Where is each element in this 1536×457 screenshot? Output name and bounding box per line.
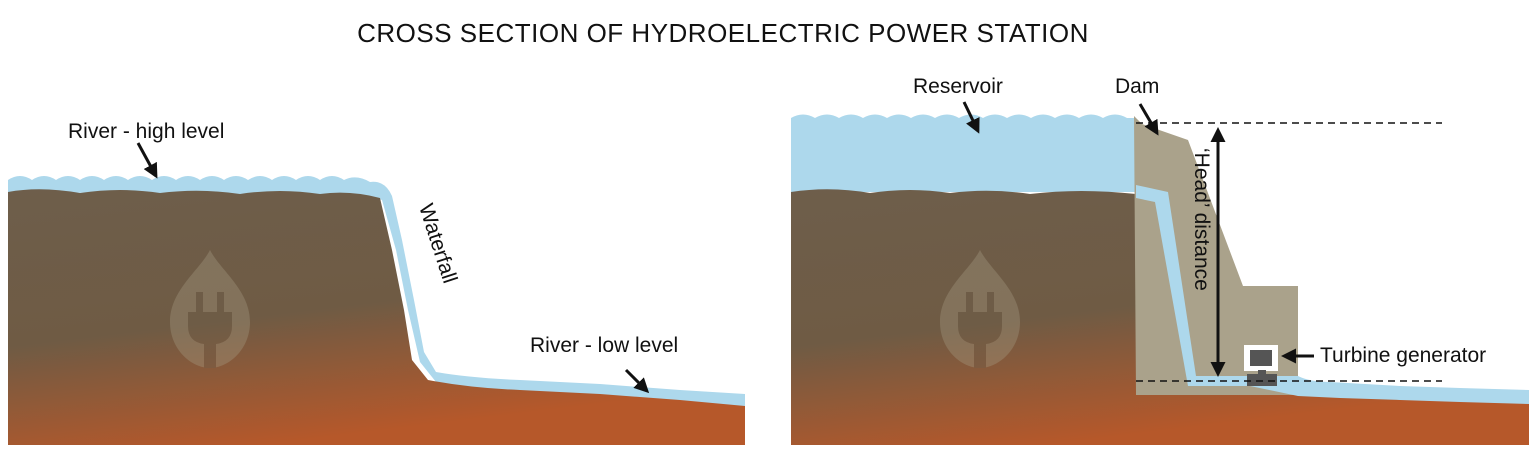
turbine-generator-icon: [1244, 345, 1278, 386]
diagram-title: CROSS SECTION OF HYDROELECTRIC POWER STA…: [357, 18, 1089, 48]
arrow-icon: [962, 101, 980, 134]
dam-label: Dam: [1115, 75, 1160, 98]
river-water-right: [1250, 376, 1529, 404]
river-low-label: River - low level: [530, 334, 679, 357]
right-panel: [791, 101, 1529, 445]
penstock: [1136, 185, 1250, 386]
power-plug-drop-icon: [170, 250, 250, 368]
arrow-icon: [136, 142, 158, 179]
earth-left: [8, 189, 745, 445]
head-distance-label: ‘Head’ distance: [1190, 148, 1213, 291]
reservoir-water: [791, 114, 1136, 192]
river-high-label: River - high level: [68, 120, 225, 143]
earth-right: [791, 189, 1529, 445]
turbine-generator-label: Turbine generator: [1320, 344, 1487, 367]
arrow-icon: [624, 368, 650, 394]
arrow-icon: [1138, 103, 1159, 136]
reservoir-label: Reservoir: [913, 75, 1003, 98]
power-plug-drop-icon: [940, 250, 1020, 368]
left-panel: [8, 142, 745, 445]
